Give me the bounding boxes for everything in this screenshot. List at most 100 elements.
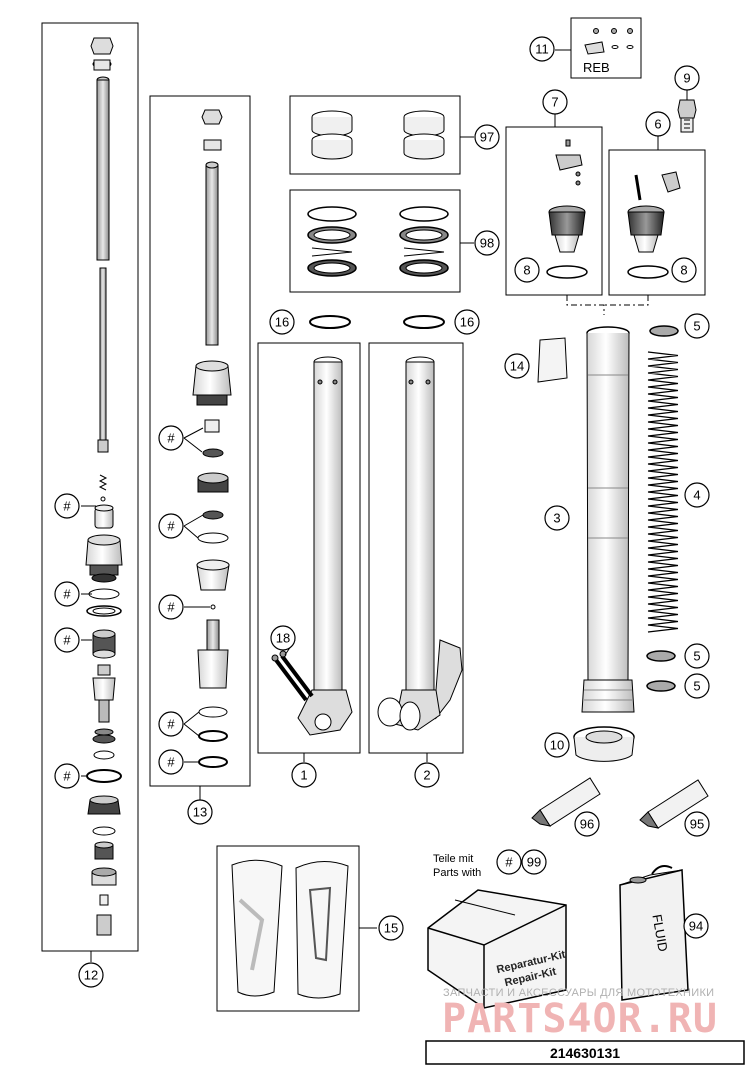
hash-circle [54, 627, 80, 653]
callout-label: 99 [527, 855, 541, 870]
reb-label: REB [583, 60, 610, 75]
outer-tube-panel-1 [257, 342, 361, 754]
callout-c12: 12 [78, 962, 104, 988]
fork-oil-can-part-94 [619, 865, 689, 1001]
callout-c14: 14 [504, 353, 530, 379]
callout-c5a: 5 [684, 313, 710, 339]
callout-c9: 9 [674, 65, 700, 91]
callout-circle [454, 309, 480, 335]
hash-marker: # [54, 581, 80, 607]
cartridge-panel-13 [149, 95, 251, 787]
hash-marker: # [158, 711, 184, 737]
hash-circle [158, 749, 184, 775]
callout-c96: 96 [574, 811, 600, 837]
o-ring-16-right [403, 315, 445, 329]
hash-circle [158, 711, 184, 737]
spring-coils [647, 351, 679, 633]
hash-label: # [63, 769, 71, 784]
hash-circle [54, 581, 80, 607]
callout-circle [474, 124, 500, 150]
callout-label: 2 [423, 768, 430, 783]
callout-label: 13 [193, 805, 207, 820]
hash-marker: # [158, 513, 184, 539]
callout-circle [684, 482, 710, 508]
bushings-panel-97 [289, 95, 461, 175]
sticker-part-14 [537, 337, 568, 383]
callout-label: 9 [683, 71, 690, 86]
callout-circle [645, 111, 671, 137]
callout-label: 6 [654, 117, 661, 132]
callout-c7: 7 [542, 89, 568, 115]
callout-circle [683, 913, 709, 939]
hash-label: # [167, 431, 175, 446]
callout-circle [270, 625, 296, 651]
hash-marker: # [54, 627, 80, 653]
callout-circle [684, 811, 710, 837]
leader-lines [81, 49, 688, 962]
callout-circle [187, 799, 213, 825]
callout-label: 18 [276, 631, 290, 646]
fluid-label: FLUID [649, 913, 670, 953]
callout-c1: 1 [291, 762, 317, 788]
compression-adjuster-panel-7 [505, 126, 603, 296]
callout-c11: 11 [529, 36, 555, 62]
callout-c8b: 8 [671, 257, 697, 283]
callout-circle [542, 89, 568, 115]
callout-label: 97 [480, 130, 494, 145]
axle-nut-part-10 [573, 726, 635, 762]
callout-c5c: 5 [684, 673, 710, 699]
callout-c10: 10 [544, 732, 570, 758]
callout-label: 4 [693, 488, 700, 503]
callout-label: 95 [690, 817, 704, 832]
hash-marker: # [158, 425, 184, 451]
callout-c13: 13 [187, 799, 213, 825]
callout-circle [529, 36, 555, 62]
grease-tube-part-95 [639, 779, 709, 829]
callout-c99: 99 [521, 849, 547, 875]
outer-tube-panel-2 [368, 342, 464, 754]
seal-set-right [399, 206, 449, 277]
fork-guard-panel-15 [216, 845, 360, 1012]
adjuster-part-9 [677, 99, 697, 133]
hash-label: # [167, 755, 175, 770]
callout-label: 14 [510, 359, 524, 374]
grease-tube-part-96 [531, 777, 601, 827]
callout-label: 10 [550, 738, 564, 753]
callout-label: 94 [689, 919, 703, 934]
watermark-tagline: ЗАПЧАСТИ И АКСЕССУАРЫ ДЛЯ МОТОТЕХНИКИ [443, 987, 714, 999]
repair-kit-box [427, 889, 567, 1009]
callout-label: 5 [693, 319, 700, 334]
hash-circle [496, 849, 522, 875]
seal-set-left [307, 206, 357, 277]
hash-marker: # [496, 849, 522, 875]
screw-kit-panel-11 [570, 17, 642, 79]
callout-circle [514, 257, 540, 283]
callout-circle [291, 762, 317, 788]
callout-c3: 3 [544, 505, 570, 531]
spring-part-4 [647, 351, 679, 633]
inner-tube-part-3 [581, 326, 635, 713]
callout-label: 96 [580, 817, 594, 832]
callout-circle [544, 505, 570, 531]
callout-circle [521, 849, 547, 875]
spring-seat-5-bottom [646, 680, 676, 692]
callout-circle [378, 915, 404, 941]
callout-c8a: 8 [514, 257, 540, 283]
bushing-right [403, 110, 445, 160]
hash-marker: # [54, 493, 80, 519]
hash-circle [158, 425, 184, 451]
callout-circle [504, 353, 530, 379]
callout-c97: 97 [474, 124, 500, 150]
hash-label: # [63, 499, 71, 514]
callout-c5b: 5 [684, 643, 710, 669]
callout-label: 1 [300, 768, 307, 783]
callout-c2: 2 [414, 762, 440, 788]
callout-label: 16 [460, 315, 474, 330]
alignment-lines [566, 295, 649, 315]
hash-label: # [505, 855, 513, 870]
rebound-adjuster-panel-6 [608, 149, 706, 296]
callout-circle [269, 309, 295, 335]
callout-circle [684, 643, 710, 669]
cartridge-panel-12 [41, 22, 139, 952]
